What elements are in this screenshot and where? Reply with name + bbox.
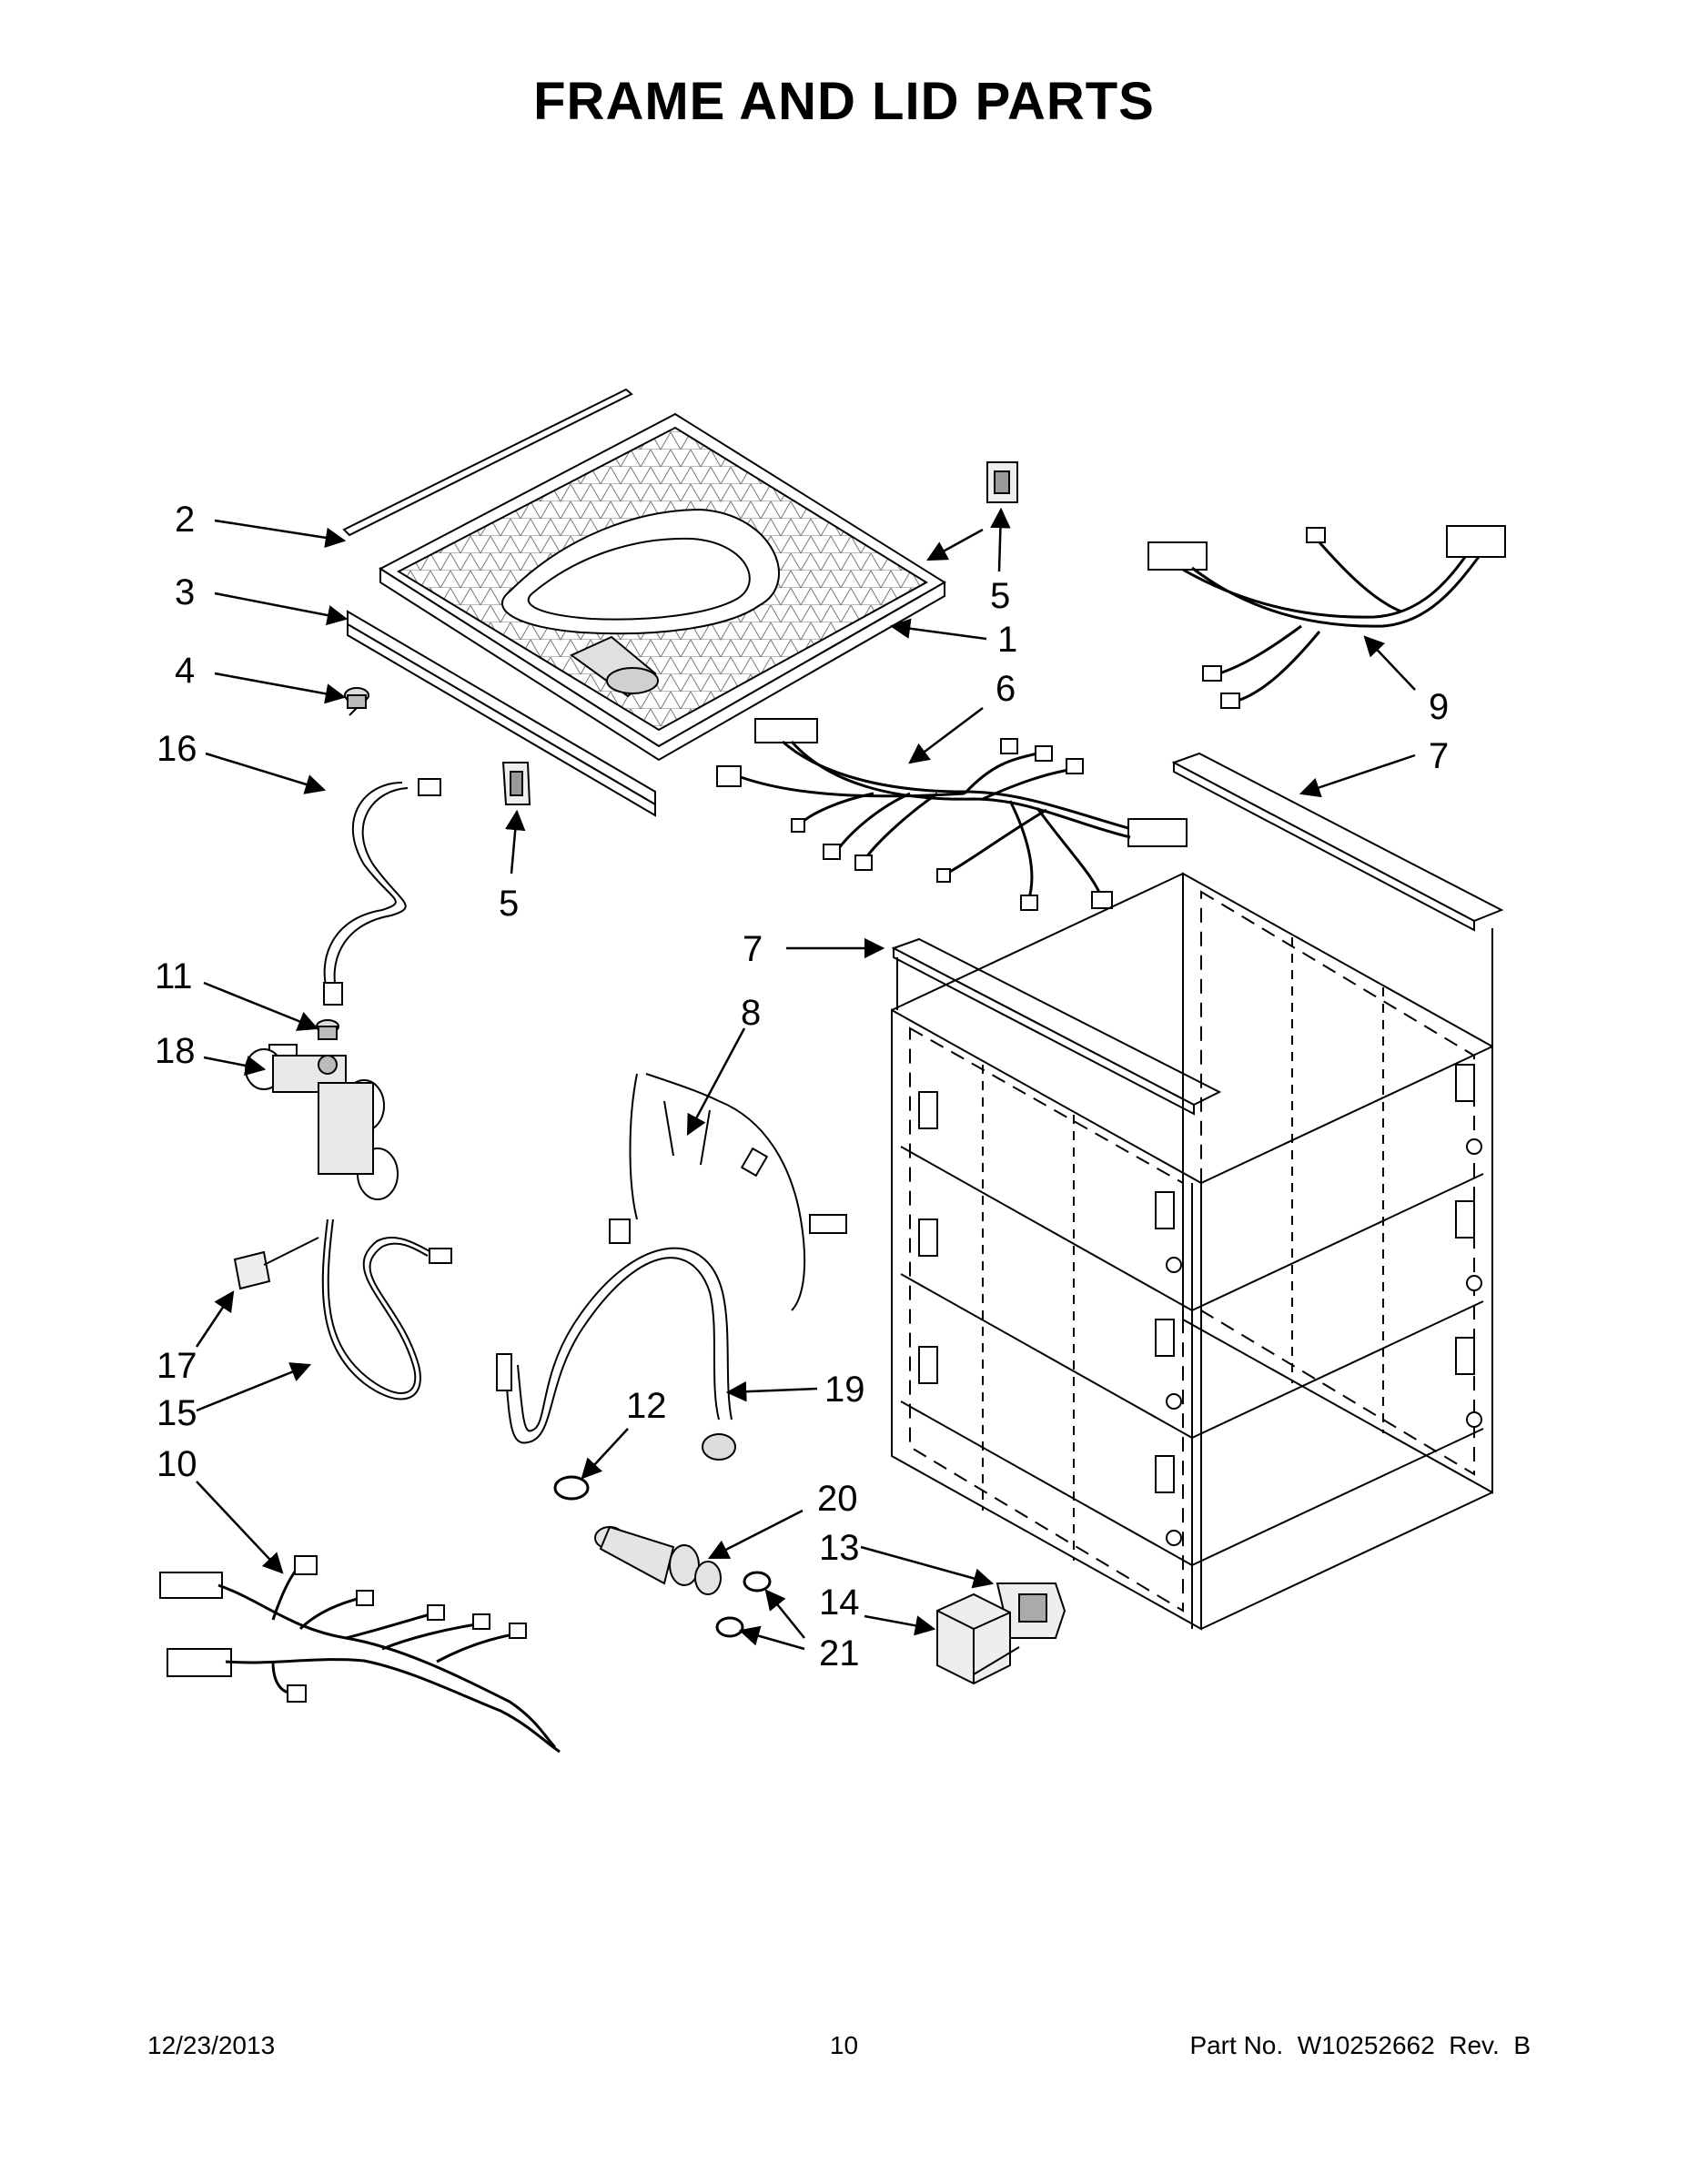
part-20-pump-outlet <box>594 1525 722 1595</box>
part-7-bracket-right <box>1171 752 1504 932</box>
part-6-wire-harness <box>716 718 1188 911</box>
callout-6: 6 <box>996 669 1016 709</box>
callout-19: 19 <box>824 1370 865 1410</box>
callout-15: 15 <box>157 1393 197 1433</box>
callout-18: 18 <box>155 1031 196 1071</box>
footer-page-number: 10 <box>829 2031 859 2059</box>
callout-5-left: 5 <box>499 884 519 924</box>
part-15-hose <box>321 1218 452 1400</box>
callout-20: 20 <box>817 1479 858 1519</box>
callout-5-top: 5 <box>990 576 1010 616</box>
cabinet-frame <box>891 872 1493 1631</box>
callout-4: 4 <box>175 651 195 691</box>
part-7-bracket-left <box>891 937 1222 1116</box>
callout-21: 21 <box>819 1633 860 1673</box>
part-21-clamps <box>715 1571 772 1638</box>
callout-7-left: 7 <box>743 929 763 969</box>
callout-17: 17 <box>157 1346 197 1386</box>
footer-part-number: Part No. W10252662 Rev. B <box>1189 2031 1531 2059</box>
part-18-water-valve <box>245 1044 399 1200</box>
callout-16: 16 <box>157 729 197 769</box>
part-4-screw <box>344 687 369 716</box>
callout-arrows <box>195 507 1416 1651</box>
callout-3: 3 <box>175 572 195 612</box>
leader-lines <box>896 928 1493 1675</box>
part-5-clip-left <box>501 762 531 805</box>
part-2-rail <box>342 388 633 537</box>
part-1-lid-panel <box>379 412 946 762</box>
part-16-hose <box>323 778 441 1006</box>
callout-labels: 2 3 4 16 5 1 6 9 7 5 7 11 8 18 17 15 19 … <box>155 500 1449 1673</box>
part-17-clip <box>233 1237 319 1290</box>
callout-7-right: 7 <box>1429 736 1449 776</box>
callout-9: 9 <box>1429 687 1449 727</box>
part-8-sensor-harness <box>609 1073 847 1311</box>
callout-10: 10 <box>157 1444 197 1484</box>
part-12-clamp <box>553 1475 590 1501</box>
part-11-fitting <box>316 1019 339 1040</box>
part-9-wire-harness <box>1147 525 1506 709</box>
part-13-switch <box>996 1582 1066 1639</box>
callout-8: 8 <box>741 993 761 1033</box>
callout-13: 13 <box>819 1528 860 1568</box>
callout-11: 11 <box>155 956 193 996</box>
callout-2: 2 <box>175 500 195 540</box>
callout-14: 14 <box>819 1582 860 1623</box>
footer-date: 12/23/2013 <box>147 2031 276 2059</box>
part-5-clip-top <box>986 461 1018 503</box>
part-10-wire-harness <box>159 1555 561 1754</box>
page-title: FRAME AND LID PARTS <box>533 72 1155 131</box>
callout-12: 12 <box>626 1386 667 1426</box>
part-14-block <box>936 1592 1011 1685</box>
callout-1: 1 <box>997 620 1017 660</box>
part-19-drain-hose <box>496 1247 736 1461</box>
